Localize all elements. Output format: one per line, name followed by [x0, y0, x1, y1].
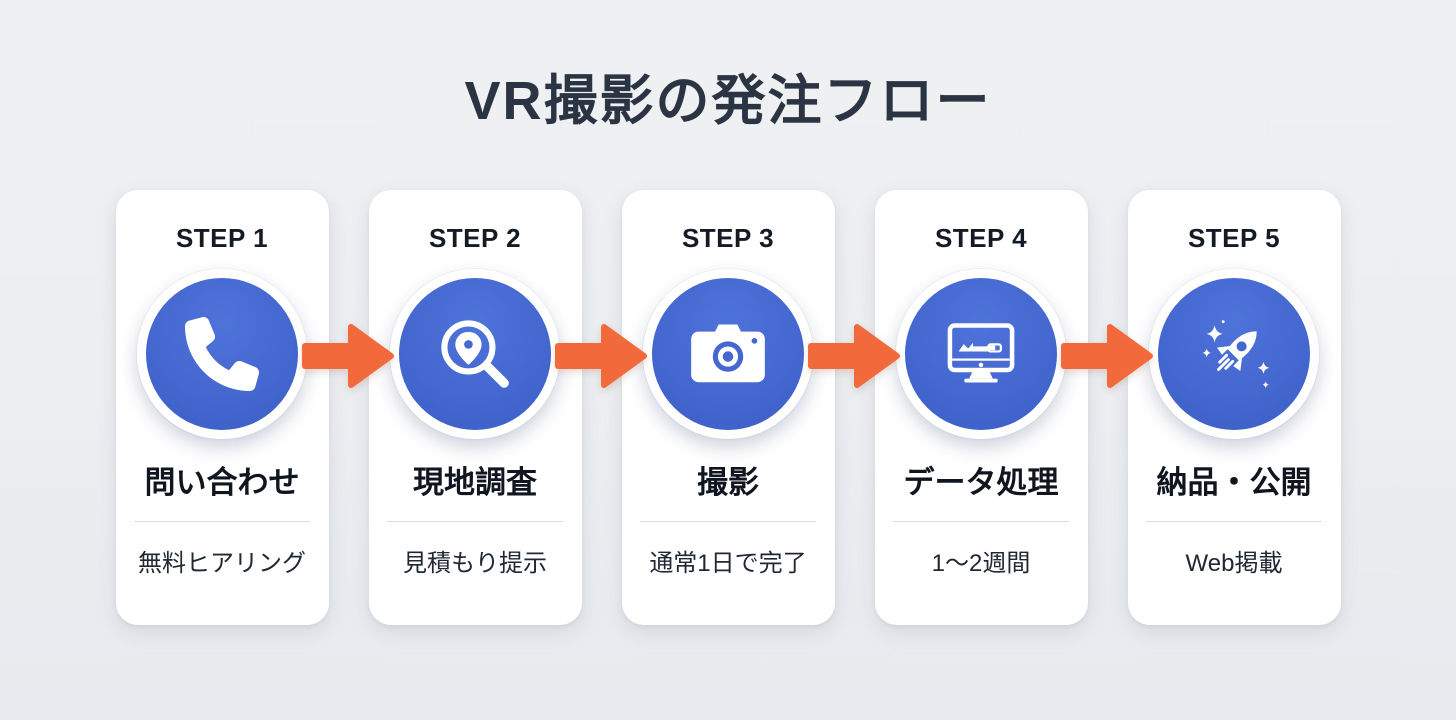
- arrow-right-icon: [1060, 318, 1155, 394]
- step-title: 納品・公開: [1156, 464, 1312, 500]
- divider: [640, 521, 816, 523]
- step-label: STEP 3: [681, 223, 775, 253]
- map-search-icon: [441, 319, 509, 388]
- step-card-delivery: STEP 5 納品・公開 Web掲載: [1127, 190, 1341, 625]
- step-title: 問い合わせ: [144, 464, 300, 500]
- icon-circle: [1149, 268, 1319, 439]
- steps-row: STEP 1 問い合わせ 無料ヒアリング STEP 2 現地調査 見積もり提示 …: [115, 190, 1341, 625]
- icon-circle: [896, 268, 1066, 439]
- step-card-inquiry: STEP 1 問い合わせ 無料ヒアリング: [115, 190, 329, 625]
- step-label: STEP 2: [428, 223, 522, 253]
- arrow-right-icon: [554, 318, 649, 394]
- step-card-site-survey: STEP 2 現地調査 見積もり提示: [368, 190, 582, 625]
- step-title: 撮影: [697, 464, 759, 500]
- phone-icon: [185, 316, 259, 391]
- step-subtitle: 見積もり提示: [403, 550, 547, 578]
- divider: [1146, 521, 1322, 523]
- icon-circle: [643, 268, 813, 439]
- icon-circle: [390, 268, 560, 439]
- step-title: データ処理: [903, 464, 1059, 500]
- step-label: STEP 1: [175, 223, 269, 253]
- monitor-processing-icon: [947, 322, 1015, 383]
- divider: [893, 521, 1069, 523]
- icon-circle: [137, 268, 307, 439]
- arrow-right-icon: [807, 318, 902, 394]
- step-card-data-processing: STEP 4 データ処理 1〜2週間: [874, 190, 1088, 625]
- step-label: STEP 5: [1187, 223, 1281, 253]
- divider: [387, 521, 563, 523]
- step-subtitle: Web掲載: [1185, 550, 1283, 578]
- step-subtitle: 無料ヒアリング: [138, 550, 306, 578]
- page-title: VR撮影の発注フロー: [464, 71, 992, 131]
- arrow-right-icon: [301, 318, 396, 394]
- step-label: STEP 4: [934, 223, 1028, 253]
- step-title: 現地調査: [413, 464, 537, 500]
- camera-icon: [691, 324, 765, 382]
- rocket-icon: [1202, 319, 1270, 388]
- step-subtitle: 1〜2週間: [931, 550, 1031, 578]
- divider: [134, 521, 310, 523]
- step-subtitle: 通常1日で完了: [649, 550, 807, 578]
- step-card-shooting: STEP 3 撮影 通常1日で完了: [621, 190, 835, 625]
